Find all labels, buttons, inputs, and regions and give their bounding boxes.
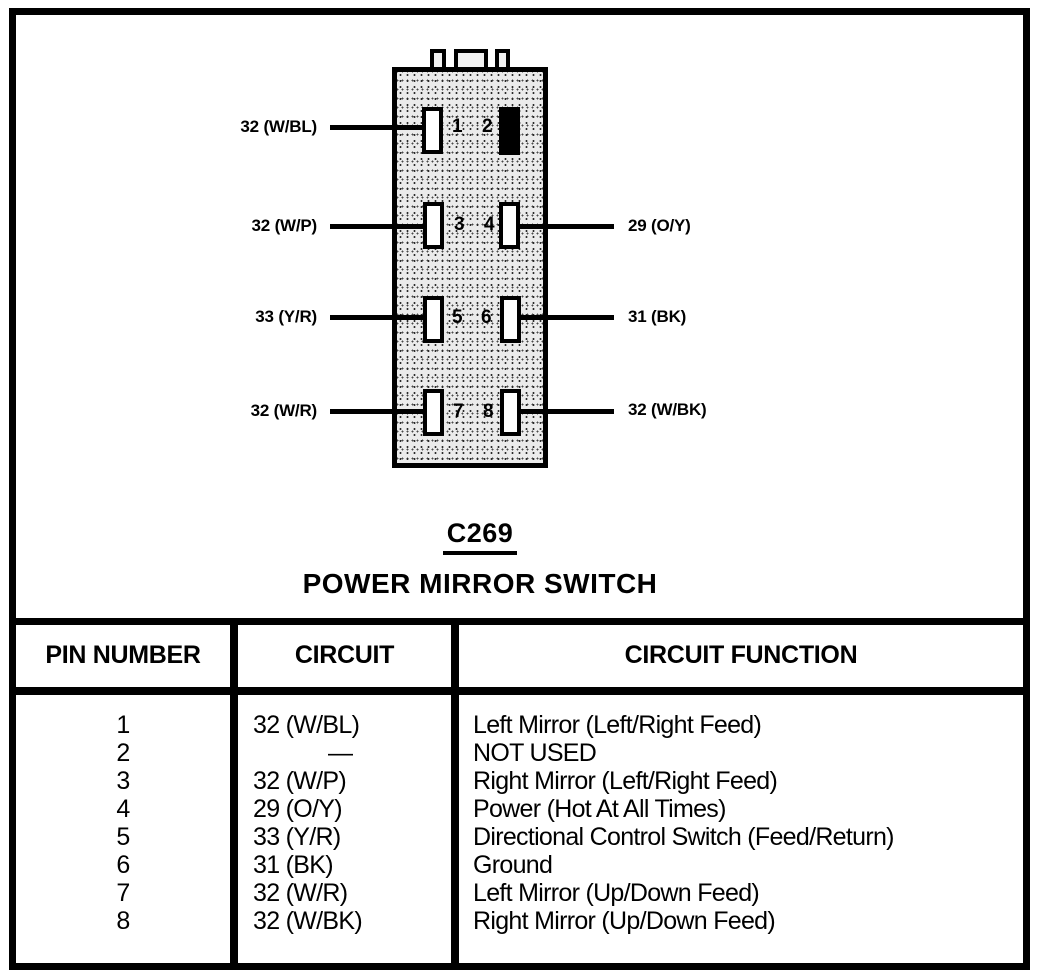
function-cell-4: Power (Hot At All Times): [473, 795, 726, 823]
wire-label-pin8: 32 (W/BK): [628, 400, 707, 419]
pin-cell-5: 5: [116, 823, 130, 851]
function-cell-7: Left Mirror (Up/Down Feed): [473, 879, 760, 907]
pin-8-terminal: [500, 389, 521, 436]
wire-label-pin1: 32 (W/BL): [240, 117, 317, 136]
function-cell-6: Ground: [473, 851, 553, 879]
wire-label-pin6: 31 (BK): [628, 307, 687, 326]
circuit-column: 32 (W/BL) — 32 (W/P) 29 (O/Y) 33 (Y/R) 3…: [253, 711, 451, 935]
leader-line-pin6: [518, 315, 614, 320]
pin-number-column: 1 2 3 4 5 6 7 8: [16, 711, 230, 935]
table-header-divider: [9, 687, 1030, 695]
header-cell-circuit: CIRCUIT: [294, 641, 395, 669]
circuit-cell-7: 32 (W/R): [253, 879, 348, 907]
pin-1-number: 1: [451, 116, 463, 137]
leader-line-pin8: [518, 409, 614, 414]
function-cell-2: NOT USED: [473, 739, 597, 767]
pin-3-terminal: [423, 202, 444, 249]
connector-id: C269: [442, 518, 518, 555]
wire-label-pin7: 32 (W/R): [250, 401, 318, 420]
connector-id-wrap: C269: [240, 518, 720, 555]
pin-cell-3: 3: [116, 767, 130, 795]
header-cell-pin-number: PIN NUMBER: [45, 641, 201, 669]
pin-6-number: 6: [480, 307, 492, 328]
circuit-cell-8: 32 (W/BK): [253, 907, 363, 935]
function-cell-3: Right Mirror (Left/Right Feed): [473, 767, 778, 795]
leader-line-pin5: [330, 315, 425, 320]
table-top-divider: [9, 618, 1030, 625]
table-column-divider-2: [451, 618, 459, 965]
leader-line-pin4: [518, 224, 614, 229]
wire-label-pin4: 29 (O/Y): [628, 216, 691, 235]
circuit-cell-4: 29 (O/Y): [253, 795, 343, 823]
connector-title: POWER MIRROR SWITCH: [302, 568, 658, 599]
function-cell-5: Directional Control Switch (Feed/Return): [473, 823, 894, 851]
circuit-cell-6: 31 (BK): [253, 851, 334, 879]
pin-5-number: 5: [451, 307, 463, 328]
pin-cell-6: 6: [116, 851, 130, 879]
pin-1-terminal: [422, 107, 443, 154]
pin-8-number: 8: [482, 401, 494, 422]
circuit-cell-5: 33 (Y/R): [253, 823, 341, 851]
function-cell-1: Left Mirror (Left/Right Feed): [473, 711, 762, 739]
wire-label-pin3: 32 (W/P): [251, 216, 318, 235]
pin-cell-1: 1: [116, 711, 130, 739]
circuit-cell-3: 32 (W/P): [253, 767, 347, 795]
pin-cell-7: 7: [116, 879, 130, 907]
leader-line-pin7: [330, 409, 425, 414]
circuit-function-column: Left Mirror (Left/Right Feed) NOT USED R…: [473, 711, 1022, 935]
pin-5-terminal: [423, 296, 444, 343]
pin-7-terminal: [423, 389, 444, 436]
pin-cell-4: 4: [116, 795, 130, 823]
pin-4-number: 4: [483, 214, 495, 235]
document-frame: [9, 8, 1030, 970]
pin-cell-2: 2: [116, 739, 130, 767]
pin-2-terminal-not-used: [499, 107, 520, 155]
header-cell-circuit-function: CIRCUIT FUNCTION: [624, 641, 858, 669]
leader-line-pin3: [330, 224, 425, 229]
pin-2-number: 2: [481, 116, 493, 137]
wire-label-pin5: 33 (Y/R): [255, 307, 317, 326]
pin-6-terminal: [500, 296, 521, 343]
pin-7-number: 7: [452, 401, 464, 422]
pin-cell-8: 8: [116, 907, 130, 935]
pin-3-number: 3: [453, 214, 465, 235]
pin-4-terminal: [499, 202, 520, 249]
leader-line-pin1: [330, 125, 425, 130]
table-column-divider-1: [230, 618, 238, 965]
function-cell-8: Right Mirror (Up/Down Feed): [473, 907, 776, 935]
circuit-cell-2: —: [328, 739, 353, 767]
circuit-cell-1: 32 (W/BL): [253, 711, 360, 739]
